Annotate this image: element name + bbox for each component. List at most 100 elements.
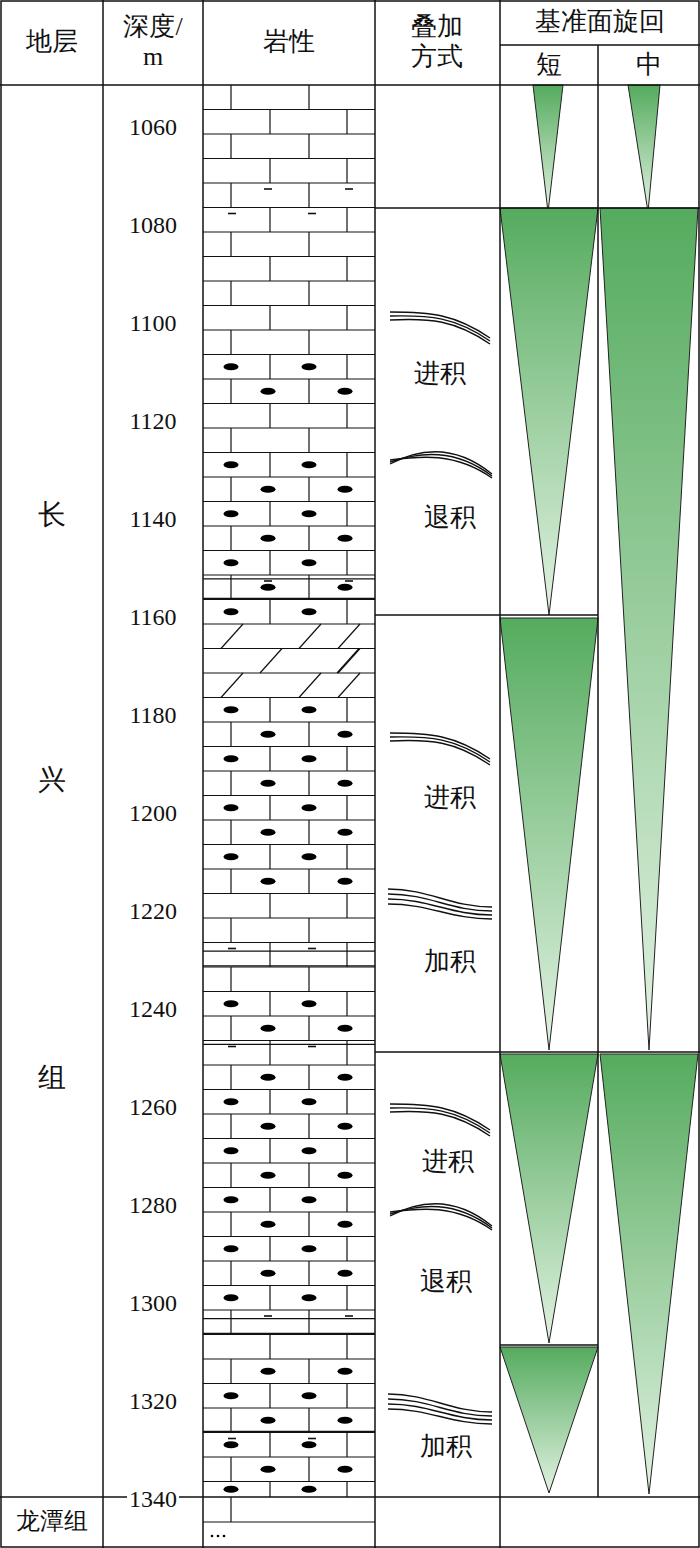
bed-line	[203, 476, 375, 477]
bed-line	[203, 770, 375, 771]
chert-nodule	[224, 1441, 239, 1448]
dolomite-stroke	[337, 649, 359, 674]
formation-name: 组	[38, 1062, 66, 1094]
brick-joint	[308, 1261, 309, 1286]
thin-bed	[203, 1318, 375, 1319]
cycle-triangle	[500, 208, 598, 615]
dolomite-stroke	[299, 624, 321, 649]
brick-joint	[230, 771, 231, 796]
chert-nodule	[224, 853, 239, 860]
brick-joint	[269, 894, 270, 919]
brick-joint	[269, 1335, 270, 1360]
grid-line	[597, 45, 599, 1497]
brick-joint	[269, 257, 270, 282]
argillaceous-dash	[228, 1046, 236, 1048]
chert-nodule	[261, 486, 276, 493]
brick-joint	[346, 747, 347, 772]
brick-joint	[269, 208, 270, 233]
chert-nodule	[224, 461, 239, 468]
brick-joint	[346, 502, 347, 527]
depth-value: 1080	[129, 212, 177, 240]
brick-joint	[230, 379, 231, 404]
chert-nodule	[338, 1466, 353, 1473]
bed-line	[203, 697, 375, 698]
brick-joint	[230, 1261, 231, 1286]
bed-line	[203, 1089, 375, 1090]
retrogradation-symbol	[390, 457, 492, 478]
bed-line	[203, 1456, 375, 1457]
brick-joint	[230, 820, 231, 845]
bed-line	[203, 1211, 375, 1212]
grid-line	[499, 0, 501, 1548]
argillaceous-dash	[345, 580, 353, 582]
brick-joint	[269, 1433, 270, 1458]
header-cell: 叠加 方式	[408, 12, 466, 72]
chert-nodule	[224, 363, 239, 370]
brick-joint	[308, 918, 309, 943]
brick-joint	[230, 1497, 231, 1522]
aggradation-symbol	[388, 894, 492, 911]
bed-line	[203, 746, 375, 747]
stacking-label: 退积	[420, 1267, 472, 1297]
depth-value: 1120	[129, 408, 176, 436]
argillaceous-dash	[264, 580, 272, 582]
bed-line	[203, 599, 375, 600]
depth-value: 1200	[129, 800, 177, 828]
stacking-label: 退积	[424, 503, 476, 533]
bed-line	[203, 917, 375, 918]
bed-line	[203, 1285, 375, 1286]
thin-bed	[203, 951, 375, 952]
chert-nodule	[261, 1466, 276, 1473]
chert-nodule	[338, 584, 353, 591]
grid-line	[375, 614, 598, 616]
chert-nodule	[261, 1172, 276, 1179]
bed-line	[203, 966, 375, 967]
brick-joint	[346, 306, 347, 331]
chert-nodule	[302, 559, 317, 566]
argillaceous-dash	[228, 213, 236, 215]
brick-joint	[308, 869, 309, 894]
bed-line	[203, 525, 375, 526]
bed-line	[203, 868, 375, 869]
chert-nodule	[302, 1392, 317, 1399]
grid-line	[0, 1496, 700, 1498]
chert-nodule	[338, 1221, 353, 1228]
chert-nodule	[261, 1221, 276, 1228]
sand-dot	[223, 1535, 226, 1538]
bed-line	[203, 427, 375, 428]
chert-nodule	[302, 804, 317, 811]
brick-joint	[269, 698, 270, 723]
chert-nodule	[261, 1123, 276, 1130]
brick-joint	[308, 526, 309, 551]
brick-joint	[308, 1114, 309, 1139]
thin-bed	[203, 1431, 375, 1432]
brick-joint	[346, 1090, 347, 1115]
brick-joint	[308, 379, 309, 404]
brick-joint	[308, 967, 309, 992]
brick-joint	[269, 943, 270, 968]
bed-line	[203, 354, 375, 355]
brick-joint	[346, 1433, 347, 1458]
aggradation-symbol	[388, 904, 492, 919]
grid-line	[102, 0, 104, 1548]
grid-line	[0, 84, 700, 86]
chert-nodule	[338, 388, 353, 395]
brick-joint	[346, 1139, 347, 1164]
brick-joint	[308, 330, 309, 355]
argillaceous-dash	[345, 188, 353, 190]
chert-nodule	[261, 1025, 276, 1032]
brick-joint	[308, 1310, 309, 1335]
depth-value: 1220	[129, 898, 177, 926]
brick-joint	[230, 1065, 231, 1090]
bed-line	[203, 672, 375, 673]
bed-line	[203, 329, 375, 330]
aggradation-symbol	[388, 1409, 492, 1424]
brick-joint	[269, 1384, 270, 1409]
thin-bed	[203, 1333, 375, 1334]
chert-nodule	[224, 1098, 239, 1105]
bed-line	[203, 109, 375, 110]
brick-joint	[230, 918, 231, 943]
chert-nodule	[302, 1245, 317, 1252]
bed-line	[203, 1162, 375, 1163]
